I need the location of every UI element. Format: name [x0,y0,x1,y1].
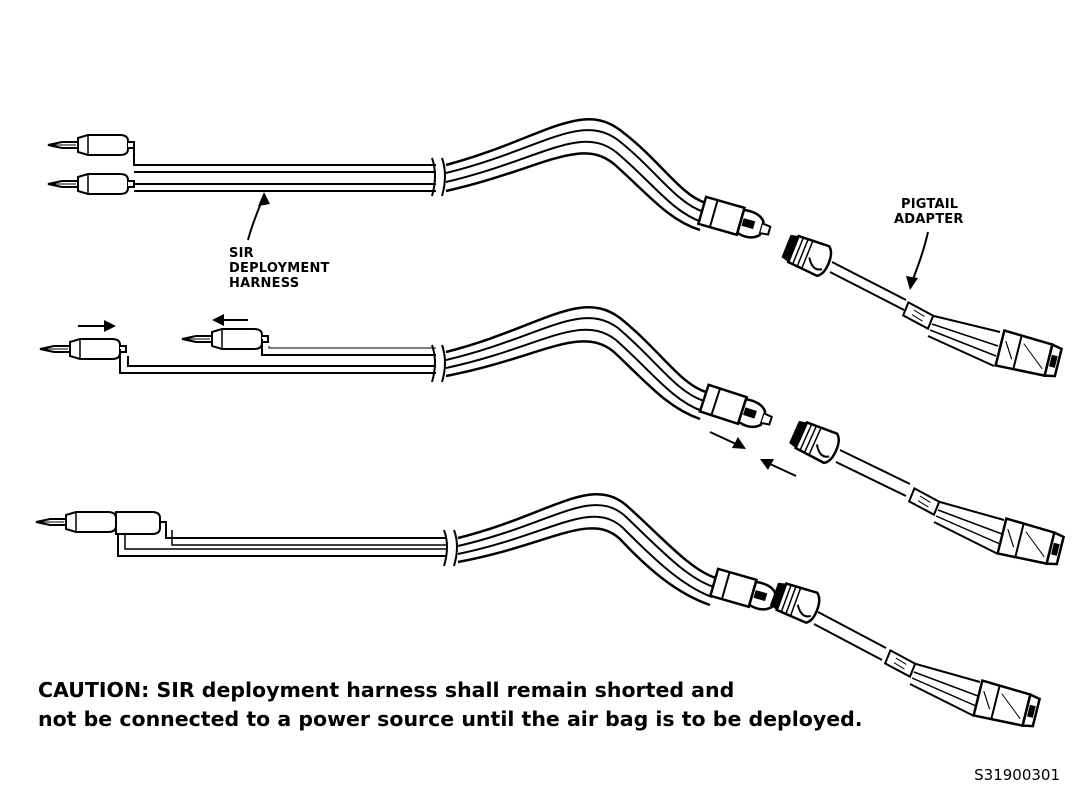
sir-connector-row-3 [709,567,787,617]
sir-cable-row-3 [457,493,717,607]
pigtail-end-connector-row-3 [972,679,1042,732]
sir-cable-row-2 [445,306,707,421]
caution-caption: CAUTION: SIR deployment harness shall re… [38,676,898,734]
banana-plug-right-row-3 [115,511,161,535]
pigtail-clip-row-1 [901,301,936,330]
banana-plug-right [181,328,269,350]
pigtail-connector-row-2 [786,416,844,467]
pigtail-connector-row-1 [778,229,836,280]
pigtail-connector-row-3 [767,577,824,627]
sir-connector-row-1 [697,195,775,245]
pigtail-leader-arrowhead [906,276,918,290]
sir-cable-row-1 [445,118,707,232]
pigtail-adapter-label: PIGTAIL ADAPTER [894,197,964,290]
harness-row-2 [39,306,1066,570]
caution-line-1: CAUTION: SIR deployment harness shall re… [38,678,735,702]
banana-plug-left [39,338,127,360]
banana-plug-bottom [47,173,135,195]
sir-deployment-harness-label: SIR DEPLOYMENT HARNESS [229,192,330,291]
harness-row-3 [35,493,1042,732]
sir-label-line-2: DEPLOYMENT [229,261,330,276]
pigtail-clip-row-2 [907,487,942,516]
figure-id: S31900301 [974,766,1060,784]
harness-row-1 [47,118,1064,382]
pigtail-label-line-1: PIGTAIL [901,197,958,212]
pigtail-end-connector-row-1 [994,329,1064,382]
caution-line-2: not be connected to a power source until… [38,707,863,731]
pigtail-clip-row-3 [883,649,918,678]
pigtail-end-connector-row-2 [996,517,1066,570]
sir-connector-row-2 [698,383,777,435]
banana-plug-top [47,134,135,156]
sir-leader-arrowhead [258,192,270,206]
sir-label-line-3: HARNESS [229,276,299,291]
plug-motion-arrow-right [78,320,116,332]
connect-arrow-back [760,459,797,477]
connect-arrow-forward [709,431,746,449]
plug-motion-arrow-left [212,314,248,326]
banana-plug-left-row-3 [35,511,123,533]
pigtail-label-line-2: ADAPTER [894,212,964,227]
sir-label-line-1: SIR [229,246,254,261]
